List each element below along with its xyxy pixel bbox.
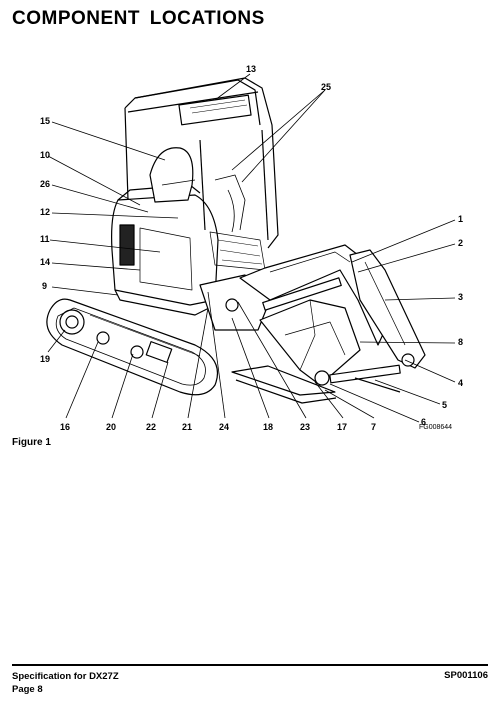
- callout-13: 13: [246, 64, 256, 74]
- track-motor: [145, 341, 173, 363]
- footer-left: Specification for DX27Z Page 8: [12, 670, 119, 696]
- dozer-blade: [231, 365, 336, 396]
- callout-22: 22: [146, 422, 156, 432]
- callout-25: 25: [321, 82, 331, 92]
- callout-15: 15: [40, 116, 50, 126]
- callout-23: 23: [300, 422, 310, 432]
- callout-19: 19: [40, 354, 50, 364]
- callout-20: 20: [106, 422, 116, 432]
- callout-labels: 13 25 15 10 26 12 11 14 9 19 1 2 3 8 4 5…: [40, 64, 463, 432]
- callout-2: 2: [458, 238, 463, 248]
- callout-24: 24: [219, 422, 229, 432]
- footer-page-number: Page 8: [12, 684, 43, 695]
- callout-8: 8: [458, 337, 463, 347]
- callout-12: 12: [40, 207, 50, 217]
- roof-panel: [178, 94, 252, 126]
- callout-18: 18: [263, 422, 273, 432]
- track-roller: [96, 331, 110, 345]
- callout-26: 26: [40, 179, 50, 189]
- figure-code: FG008644: [419, 424, 453, 431]
- boom-cylinder: [262, 277, 342, 311]
- callout-4: 4: [458, 378, 463, 388]
- leader-lines: [47, 73, 456, 423]
- callout-6: 6: [421, 417, 426, 427]
- side-panel: [119, 224, 135, 266]
- callout-11: 11: [40, 234, 50, 244]
- footer-spec: Specification for DX27Z: [12, 671, 119, 682]
- callout-10: 10: [40, 150, 50, 160]
- callout-14: 14: [40, 257, 50, 267]
- excavator-component-figure: 13 25 15 10 26 12 11 14 9 19 1 2 3 8 4 5…: [40, 64, 463, 432]
- callout-9: 9: [42, 281, 47, 291]
- callout-3: 3: [458, 292, 463, 302]
- excavator-drawing: [46, 77, 426, 404]
- callout-16: 16: [60, 422, 70, 432]
- callout-5: 5: [442, 400, 447, 410]
- callout-7: 7: [371, 422, 376, 432]
- page-title: COMPONENT LOCATIONS: [12, 8, 265, 29]
- callout-1: 1: [458, 214, 463, 224]
- track-outline: [46, 298, 219, 396]
- figure-caption: Figure 1: [12, 437, 51, 448]
- callout-17: 17: [337, 422, 347, 432]
- footer-doc-id: SP001106: [444, 670, 488, 681]
- idler-wheel: [59, 309, 85, 335]
- operator-seat: [149, 147, 194, 203]
- footer-rule: [12, 664, 488, 666]
- callout-21: 21: [182, 422, 192, 432]
